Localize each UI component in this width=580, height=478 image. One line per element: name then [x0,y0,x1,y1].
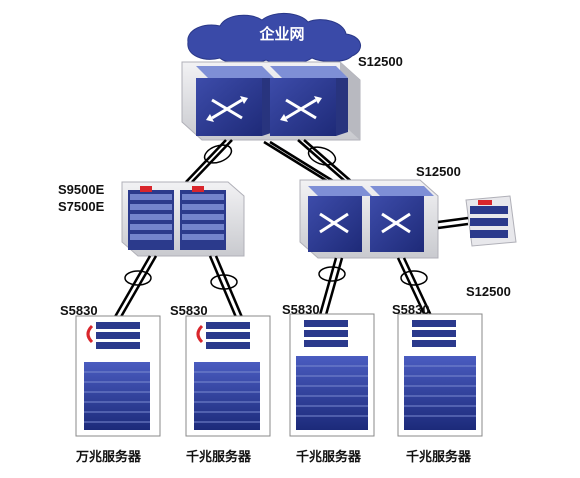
side-switch-label: S12500 [466,284,511,299]
server-rack-3 [289,313,375,437]
aggregation-switch-s9500e [121,181,245,257]
access-switch-label-4: S5830 [392,302,430,317]
server-caption-1: 万兆服务器 [76,450,142,465]
core-uplinks [185,139,353,186]
side-switch-links [437,216,469,230]
access-switch-label-3: S5830 [282,302,320,317]
link-aggregation-rings [203,144,337,166]
server-caption-2: 千兆服务器 [186,450,252,465]
side-switch-s12500 [465,195,517,247]
aggregation-switch-s12500 [299,179,439,259]
aggregation-left-label-2: S7500E [58,199,105,214]
aggregation-left-label-1: S9500E [58,182,105,197]
access-switch-label-2: S5830 [170,303,208,318]
server-rack-2 [185,315,271,437]
access-uplinks [110,255,436,323]
server-rack-4 [397,313,483,437]
server-caption-3: 千兆服务器 [296,450,362,465]
access-switch-label-1: S5830 [60,303,98,318]
aggregation-right-label: S12500 [416,164,461,179]
server-caption-4: 千兆服务器 [406,450,472,465]
server-rack-1 [75,315,161,437]
cloud-label: 企业网 [259,25,305,43]
access-link-rings [124,266,428,290]
core-switch-label: S12500 [358,54,403,69]
core-switch-s12500 [181,61,361,141]
